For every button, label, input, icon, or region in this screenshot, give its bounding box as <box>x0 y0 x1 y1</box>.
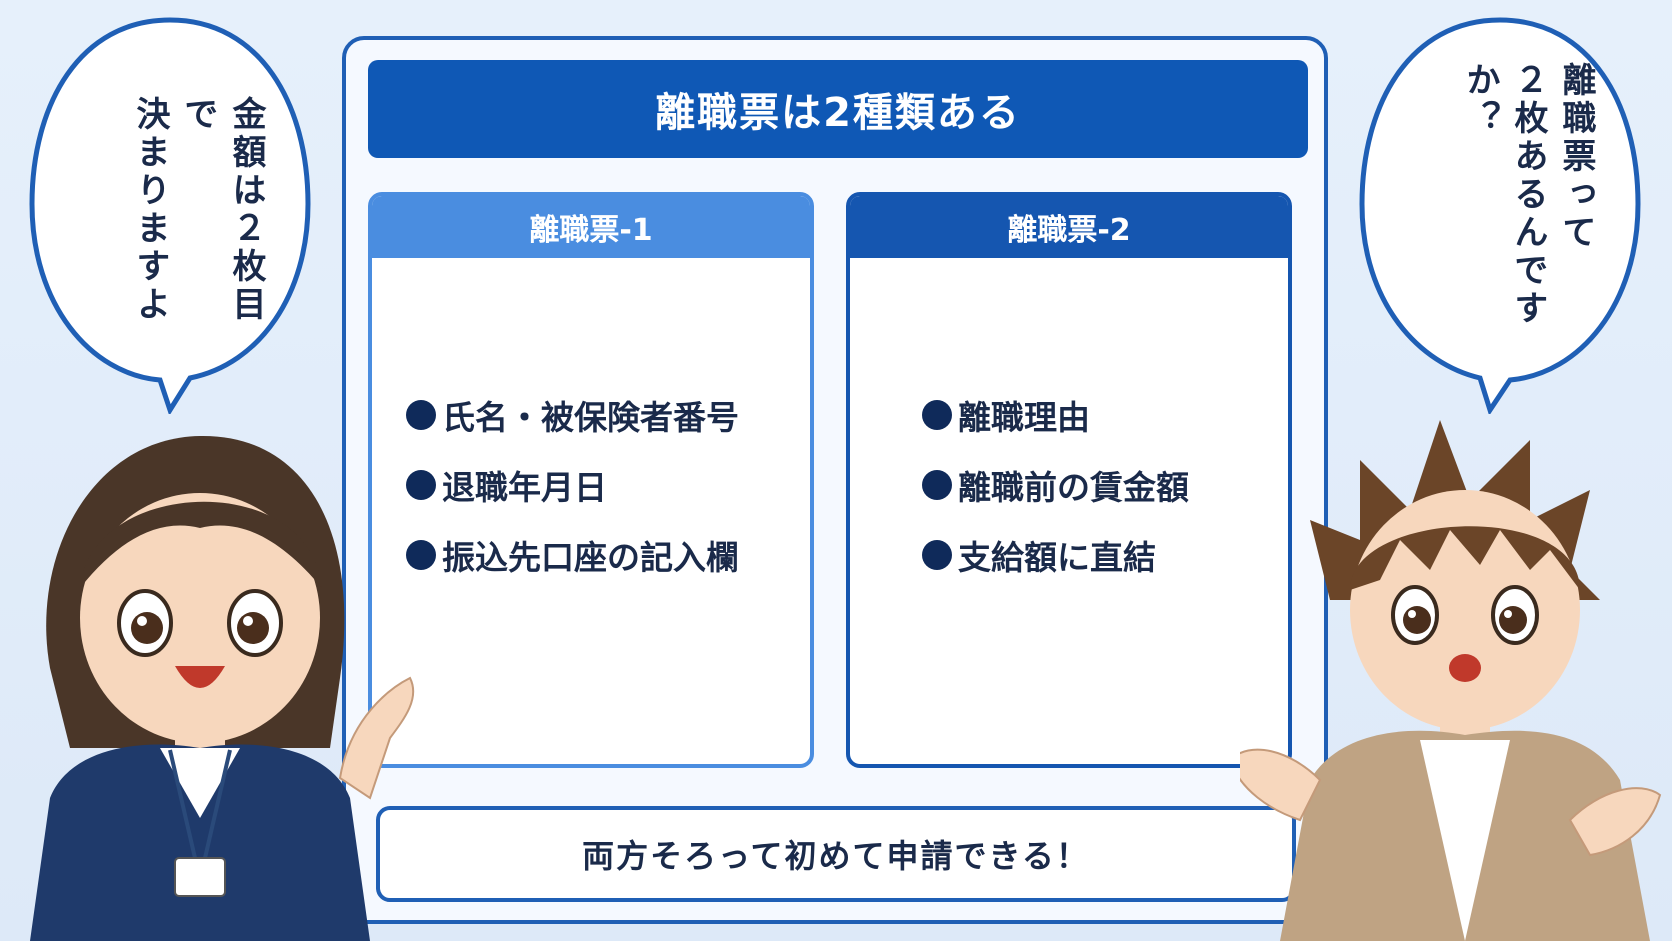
list-item-text: 離職理由 <box>958 398 1090 437</box>
list-item-text: 振込先口座の記入欄 <box>442 538 739 577</box>
right-bubble-line-1: 離職票って <box>1556 62 1596 252</box>
left-speech-bubble <box>29 17 311 414</box>
right-speech-bubble <box>1359 17 1641 414</box>
card-rishokuhyo-2: 離職票-2 離職理由 離職前の賃金額 支給額に直結 <box>846 192 1292 768</box>
list-item: 離職前の賃金額 <box>922 450 1189 520</box>
bullet-icon <box>406 400 436 430</box>
list-item-text: 退職年月日 <box>442 468 607 507</box>
list-item: 支給額に直結 <box>922 520 1189 590</box>
female-advisor-illustration <box>30 435 415 941</box>
bullet-icon <box>922 470 952 500</box>
card-heading: 離職票-1 <box>372 196 810 258</box>
left-bubble-line-1: 金額は２枚目で <box>178 96 266 324</box>
main-board: 離職票は2種類ある 離職票-1 氏名・被保険者番号 退職年月日 振込先口座の記入… <box>342 36 1328 924</box>
bullet-icon <box>406 470 436 500</box>
left-bubble-line-2: 決まりますよ <box>130 96 170 324</box>
left-bubble-text: 金額は２枚目で 決まりますよ <box>126 96 270 356</box>
list-item-text: 氏名・被保険者番号 <box>442 398 739 437</box>
card-heading: 離職票-2 <box>850 196 1288 258</box>
list-item-text: 支給額に直結 <box>958 538 1156 577</box>
bullet-icon <box>406 540 436 570</box>
bullet-icon <box>922 540 952 570</box>
male-questioner-illustration <box>1240 420 1662 941</box>
list-item: 振込先口座の記入欄 <box>406 520 739 590</box>
footer-note: 両方そろって初めて申請できる！ <box>376 806 1296 902</box>
card-item-list: 氏名・被保険者番号 退職年月日 振込先口座の記入欄 <box>406 380 739 590</box>
board-title: 離職票は2種類ある <box>368 60 1308 158</box>
list-item: 氏名・被保険者番号 <box>406 380 739 450</box>
card-rishokuhyo-1: 離職票-1 氏名・被保険者番号 退職年月日 振込先口座の記入欄 <box>368 192 814 768</box>
list-item: 離職理由 <box>922 380 1189 450</box>
card-item-list: 離職理由 離職前の賃金額 支給額に直結 <box>922 380 1189 590</box>
list-item-text: 離職前の賃金額 <box>958 468 1189 507</box>
bullet-icon <box>922 400 952 430</box>
list-item: 退職年月日 <box>406 450 739 520</box>
right-bubble-text: 離職票って ２枚あるんですか？ <box>1456 62 1600 382</box>
right-bubble-line-2: ２枚あるんですか？ <box>1460 62 1548 328</box>
